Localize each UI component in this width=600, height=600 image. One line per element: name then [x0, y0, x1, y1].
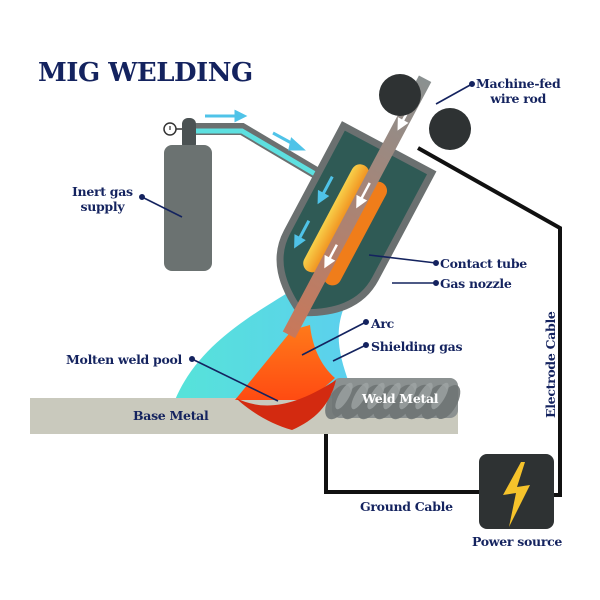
leader-lines	[139, 81, 475, 402]
label-base-metal: Base Metal	[133, 408, 209, 423]
electrode-cable	[417, 146, 562, 497]
label-shielding-gas: Shielding gas	[371, 339, 463, 354]
label-ground-cable: Ground Cable	[360, 499, 453, 514]
wire-feed-rollers	[379, 74, 471, 150]
label-arc: Arc	[371, 316, 394, 331]
label-gas-supply: Inert gas supply	[72, 184, 133, 214]
label-gas-supply-line2: supply	[80, 199, 125, 214]
label-wire-rod-line1: Machine-fed	[476, 76, 561, 91]
label-wire-rod-line2: wire rod	[490, 91, 547, 106]
weld-metal	[325, 378, 461, 420]
label-gas-nozzle: Gas nozzle	[440, 276, 512, 291]
power-source	[479, 454, 554, 529]
diagram-title: MIG WELDING	[38, 58, 253, 88]
label-electrode-cable: Electrode Cable	[543, 311, 558, 418]
label-gas-supply-line1: Inert gas	[72, 184, 133, 199]
gas-flow-arrows	[205, 109, 306, 151]
label-molten-weld-pool: Molten weld pool	[66, 352, 183, 367]
gas-cylinder	[163, 118, 212, 271]
label-contact-tube: Contact tube	[440, 256, 527, 271]
gas-nozzle	[276, 75, 437, 339]
arc	[235, 325, 335, 400]
label-power-source: Power source	[472, 534, 563, 549]
ground-cable	[324, 425, 482, 494]
gas-hose	[196, 123, 332, 186]
label-wire-rod: Machine-fed wire rod	[476, 76, 561, 106]
label-weld-metal: Weld Metal	[362, 391, 439, 406]
molten-weld-pool	[236, 380, 336, 430]
lightning-bolt-icon	[503, 462, 530, 527]
